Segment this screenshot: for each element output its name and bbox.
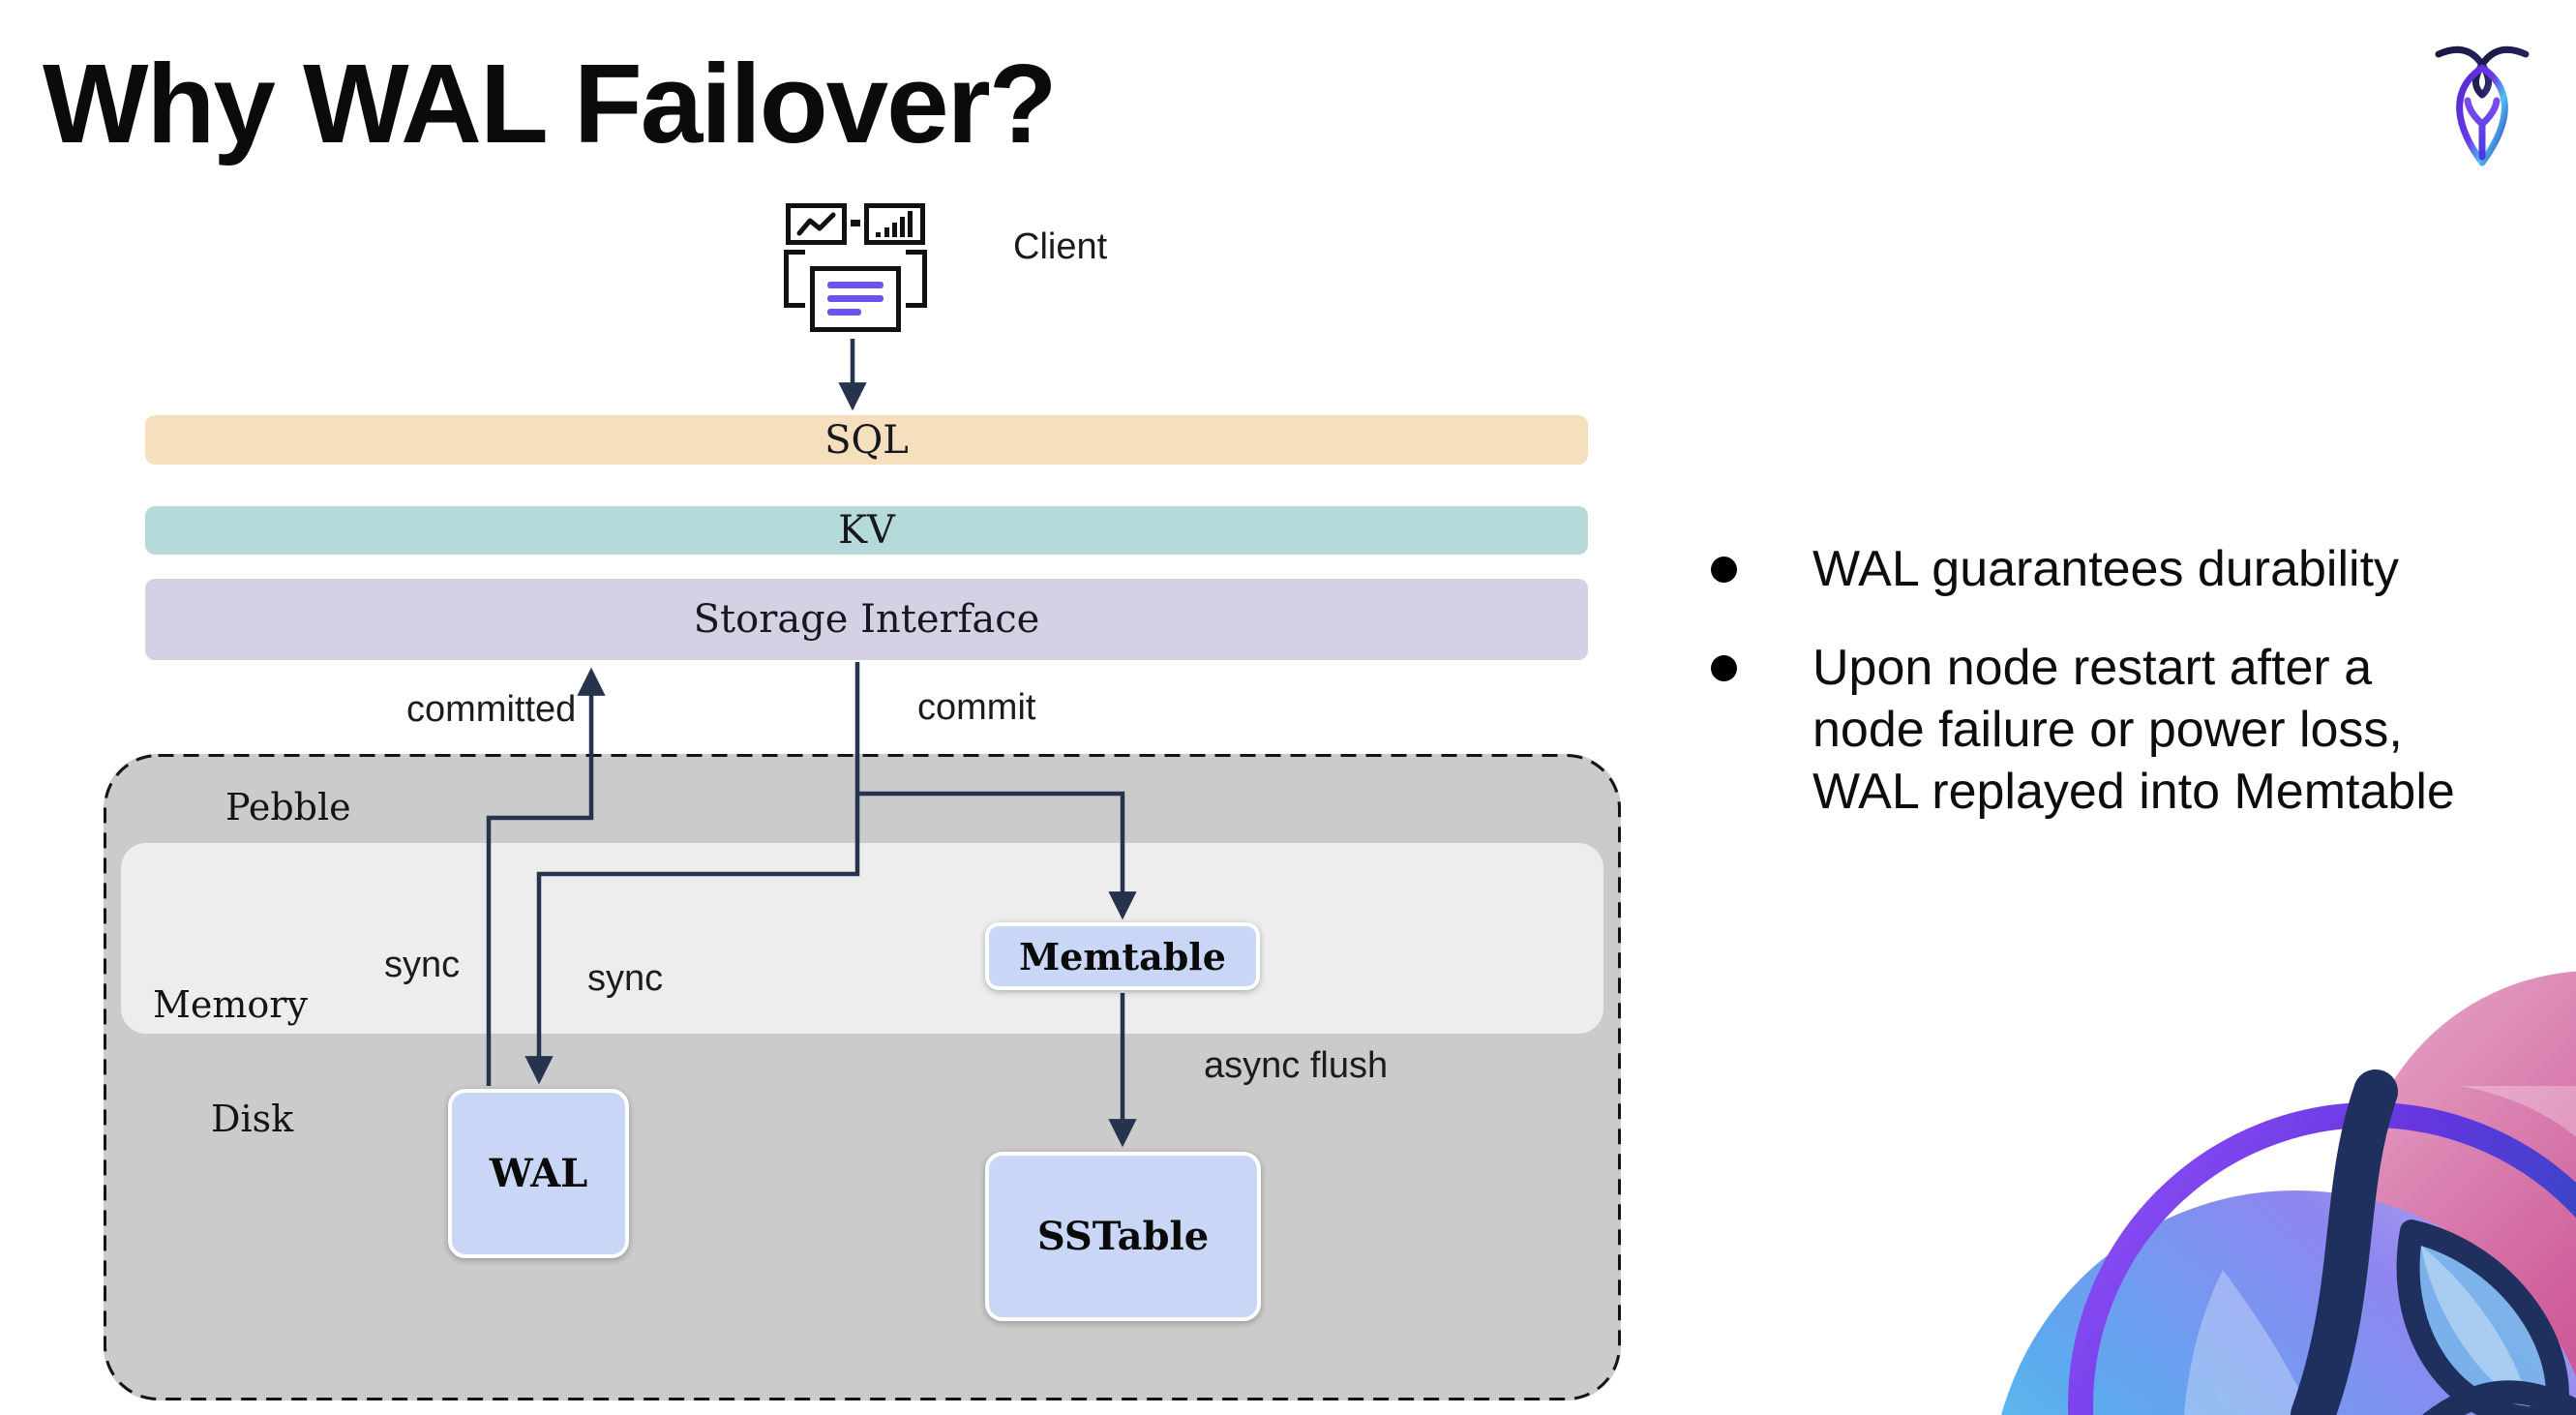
layer-bar-kv-label: KV [838,508,895,553]
document-text-line [827,309,861,316]
committed-label: committed [406,689,577,730]
bullet-line: WAL guarantees durability [1812,541,2400,597]
client-label: Client [1013,226,1108,267]
sstable-box-label: SSTable [1036,1214,1210,1259]
bullet-line: WAL replayed into Memtable [1812,764,2455,820]
memtable-box-label: Memtable [1019,934,1226,978]
document-text-line [827,282,884,288]
disk-label: Disk [211,1098,294,1140]
document-text-line [827,295,884,302]
sstable-box: SSTable [985,1152,1261,1321]
sync-left-label: sync [384,945,461,985]
memory-label: Memory [153,983,308,1026]
brand-ornament-graphic [2001,971,2576,1415]
bar-chart-icon [864,203,925,245]
document-icon [810,266,901,332]
pebble-container: Pebble Memory Disk [104,754,1621,1400]
commit-label: commit [917,687,1036,728]
page-title: Why WAL Failover? [43,41,1058,166]
bullet-dot-icon [1711,655,1737,681]
bullet-list: WAL guarantees durability Upon node rest… [1711,538,2543,823]
right-bracket-icon [906,250,927,308]
left-bracket-icon [784,250,805,308]
memory-band [121,843,1603,1034]
bullet-dot-icon [1711,557,1737,583]
memtable-box: Memtable [985,922,1260,990]
layer-bar-storage-label: Storage Interface [693,597,1040,642]
bullet-line: Upon node restart after a [1812,640,2373,696]
connector-dash-icon [851,220,860,226]
bullet-item: WAL guarantees durability [1711,538,2543,600]
line-chart-icon [786,203,847,245]
layer-bar-kv: KV [145,506,1588,555]
pebble-label: Pebble [225,786,351,828]
wal-box: WAL [448,1089,629,1258]
sync-right-label: sync [587,958,664,999]
bullet-item: Upon node restart after a node failure o… [1711,637,2543,823]
wal-box-label: WAL [489,1151,588,1196]
async-flush-label: async flush [1204,1045,1389,1086]
bullet-line: node failure or power loss, [1812,702,2403,758]
cockroachdb-logo-icon [2435,45,2530,166]
layer-bar-sql-label: SQL [824,417,909,463]
layer-bar-storage-interface: Storage Interface [145,579,1588,660]
layer-bar-sql: SQL [145,415,1588,465]
